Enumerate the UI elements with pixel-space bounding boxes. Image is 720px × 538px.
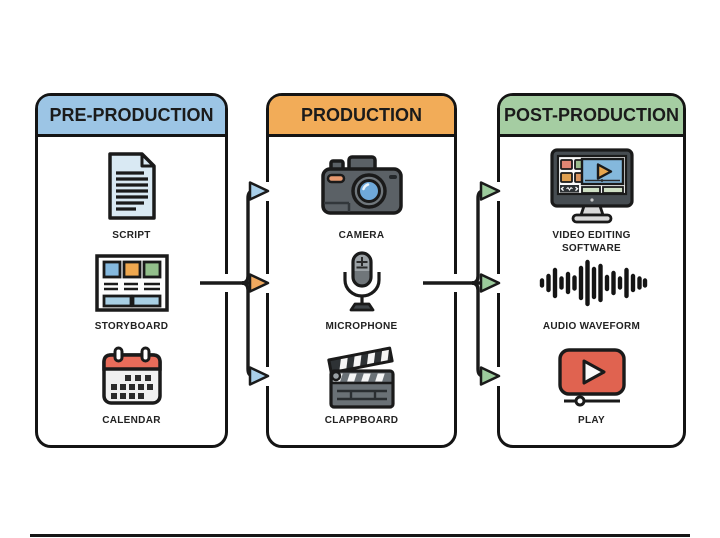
storyboard-icon bbox=[94, 254, 169, 312]
item-label: MICROPHONE bbox=[325, 321, 398, 332]
item-play: PLAY bbox=[500, 345, 683, 428]
item-label: VIDEO EDITING SOFTWARE bbox=[552, 230, 631, 254]
pre-production-title: PRE-PRODUCTION bbox=[49, 104, 214, 125]
production-header: PRODUCTION bbox=[269, 96, 454, 137]
clappboard-icon bbox=[326, 346, 395, 409]
item-label: CALENDAR bbox=[102, 415, 161, 426]
item-label: STORYBOARD bbox=[94, 321, 169, 332]
video-editing-software-icon bbox=[549, 148, 634, 224]
item-label: PLAY bbox=[578, 415, 605, 426]
item-script: SCRIPT bbox=[38, 148, 225, 243]
audio-waveform-icon bbox=[539, 259, 647, 307]
play-icon bbox=[557, 348, 626, 407]
item-calendar: CALENDAR bbox=[38, 345, 225, 428]
camera-icon bbox=[320, 155, 403, 215]
script-icon bbox=[107, 152, 156, 220]
item-storyboard: STORYBOARD bbox=[38, 251, 225, 334]
item-label: SCRIPT bbox=[112, 230, 151, 241]
item-audio-waveform: AUDIO WAVEFORM bbox=[500, 251, 683, 334]
pre-production-card: PRE-PRODUCTION SCRIPT bbox=[35, 93, 228, 448]
item-label: CAMERA bbox=[338, 230, 385, 241]
item-label: AUDIO WAVEFORM bbox=[542, 321, 641, 332]
post-production-title: POST-PRODUCTION bbox=[503, 104, 679, 125]
item-camera: CAMERA bbox=[269, 148, 454, 243]
pre-production-header: PRE-PRODUCTION bbox=[38, 96, 225, 137]
microphone-icon bbox=[342, 251, 381, 312]
item-microphone: MICROPHONE bbox=[269, 251, 454, 334]
production-card: PRODUCTION CAMERA bbox=[266, 93, 457, 448]
production-title: PRODUCTION bbox=[301, 104, 422, 125]
item-clappboard: CLAPPBOARD bbox=[269, 345, 454, 428]
item-label: CLAPPBOARD bbox=[324, 415, 399, 426]
item-video-editing-software: VIDEO EDITING SOFTWARE bbox=[500, 148, 683, 255]
post-production-header: POST-PRODUCTION bbox=[500, 96, 683, 137]
post-production-card: POST-PRODUCTION bbox=[497, 93, 686, 448]
image-bottom-edge bbox=[30, 534, 690, 537]
calendar-icon bbox=[101, 346, 162, 405]
